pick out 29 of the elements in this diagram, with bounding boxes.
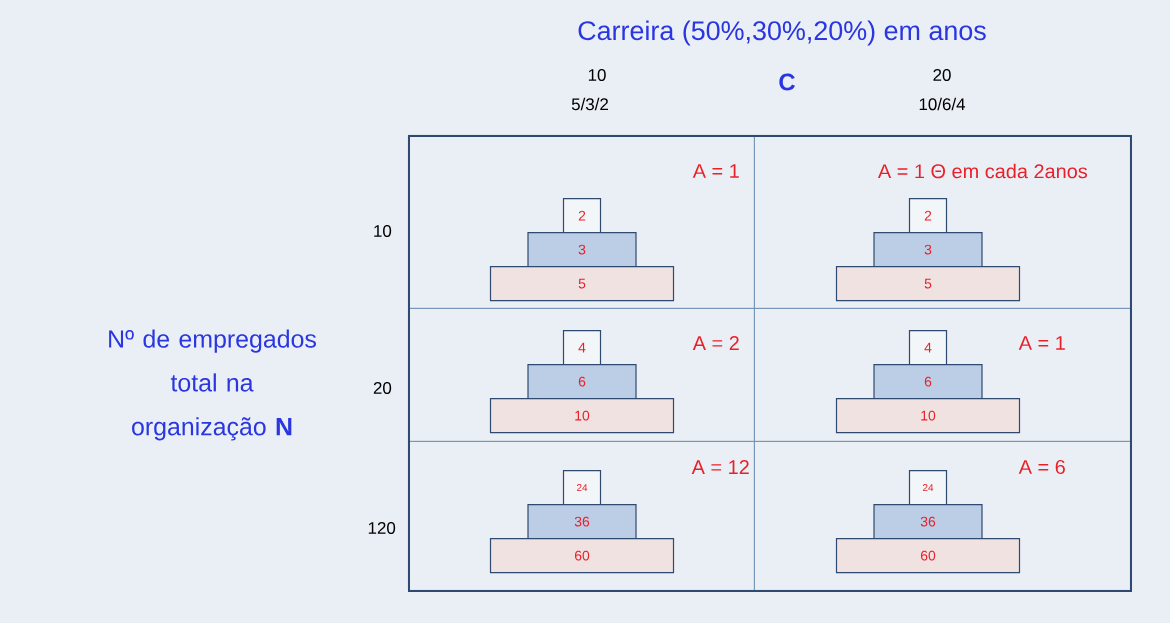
pyramid-tier: 24 — [908, 470, 948, 506]
pyramid-tier: 4 — [562, 330, 602, 366]
axis-letter: C — [779, 73, 795, 91]
pyramid-tier: 5 — [835, 266, 1021, 302]
column-value: 10 — [588, 69, 606, 81]
pyramid-tier: 2 — [908, 198, 948, 234]
pyramid-tier: 10 — [489, 398, 675, 434]
career-split: 10/6/4 — [919, 97, 966, 111]
pyramid-tier: 3 — [527, 232, 637, 268]
pyramid-tier: 60 — [835, 538, 1021, 574]
career-split: 5/3/2 — [571, 97, 608, 111]
row-value: 20 — [373, 382, 392, 394]
pyramid-tier: 4 — [908, 330, 948, 366]
row-value: 120 — [368, 522, 396, 534]
title: Carreira (50%,30%,20%) em anos — [578, 20, 986, 46]
pyramid-tier: 5 — [489, 266, 675, 302]
pyramid-tier: 60 — [489, 538, 675, 574]
pyramid-tier: 36 — [527, 504, 637, 540]
column-value: 20 — [933, 69, 951, 81]
row-value: 10 — [374, 225, 392, 237]
pyramid-tier: 6 — [527, 364, 637, 400]
pyramid-tier: 3 — [873, 232, 983, 268]
pyramid-tier: 2 — [562, 198, 602, 234]
axis-title: Nº de empregados total na organização N — [109, 329, 316, 441]
pyramid-tier: 36 — [873, 504, 983, 540]
pyramid-tier: 6 — [873, 364, 983, 400]
table — [408, 135, 1132, 592]
pyramid-tier: 24 — [562, 470, 602, 506]
pyramid-tier: 10 — [835, 398, 1021, 434]
